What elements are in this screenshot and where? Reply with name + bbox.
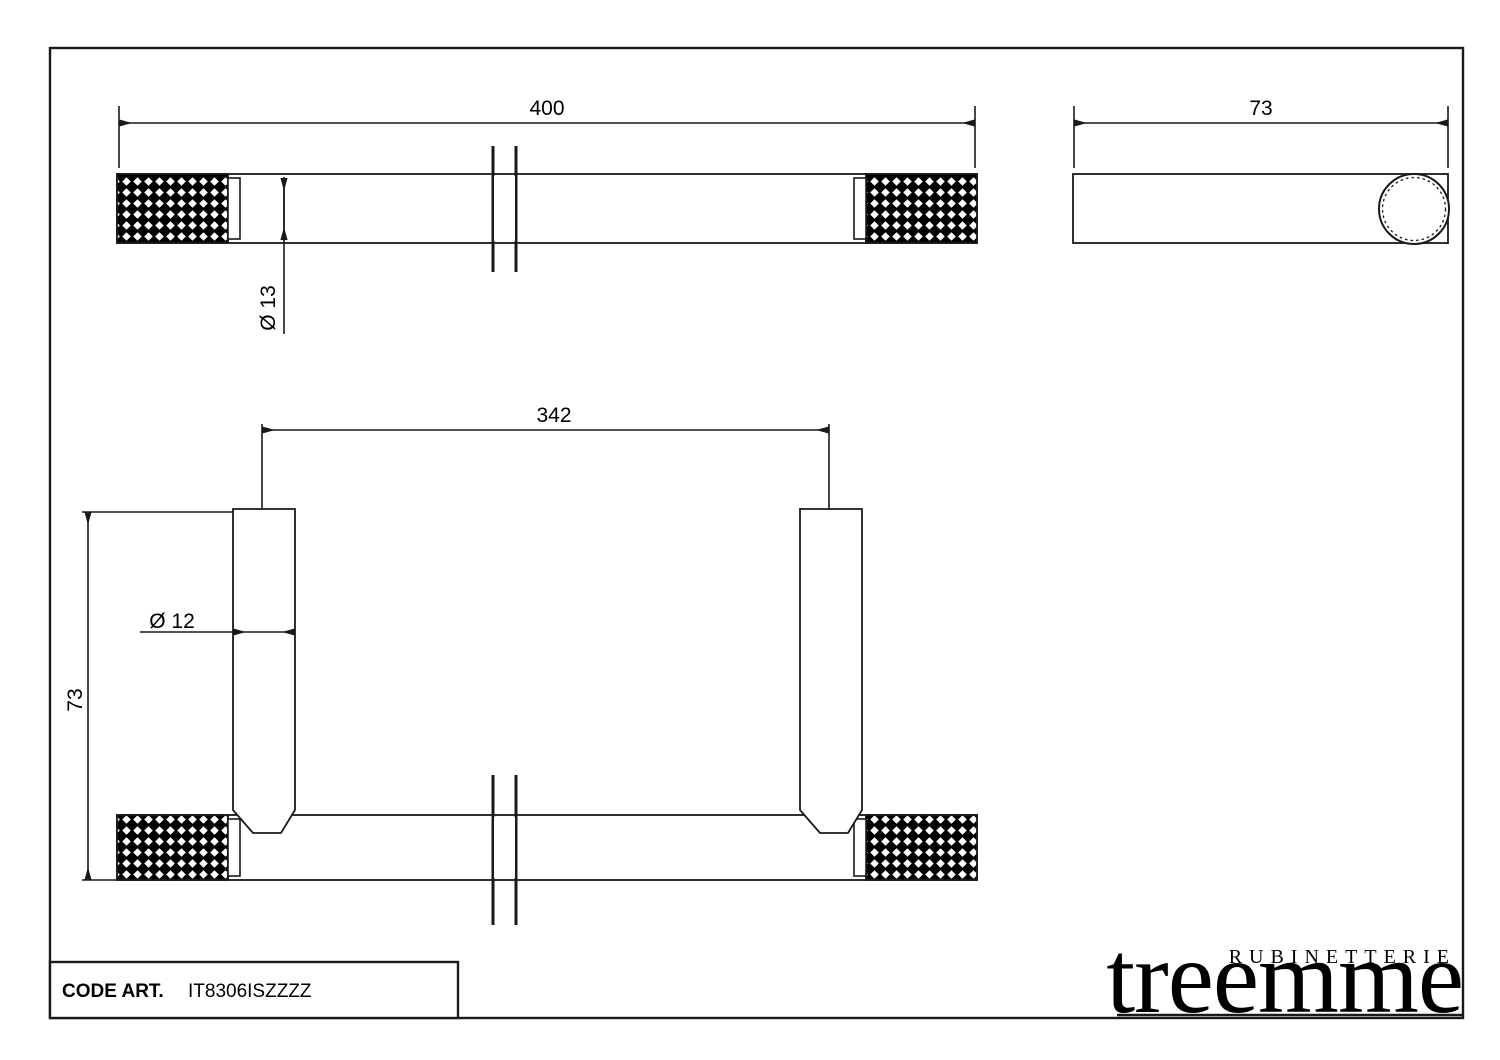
dimension-label-post-diameter: Ø 12 [149,610,195,633]
break-line-front [491,146,518,272]
dimension-mounting-centres [261,424,830,512]
mounting-post-left [232,508,296,834]
side-elevation-view [1072,106,1450,245]
plan-view [82,424,978,925]
bar-body-front [116,173,978,244]
dimension-label-bar-diameter: Ø 13 [257,285,280,331]
code-art-label: CODE ART. [62,981,164,1002]
bar-body-side [1072,173,1450,245]
dimension-label-projection-depth: 73 [1249,97,1272,120]
title-block [48,960,460,1020]
knurl-right-front [865,173,978,244]
knurl-right-plan [865,814,978,881]
brand-name: treemme [1106,920,1463,1035]
front-elevation-view [116,106,978,334]
dimension-label-overall-length: 400 [529,97,564,120]
knurl-left-plan [116,814,229,881]
bar-body-plan [116,814,978,881]
dimension-overall-length [118,106,976,168]
break-line-plan [491,775,518,925]
dimension-label-mounting-centres: 342 [536,404,571,427]
brand-tagline: RUBINETTERIE [1229,946,1456,968]
dimension-projection-depth [1073,106,1449,168]
knurl-circle-side [1378,173,1450,245]
mounting-post-right [799,508,863,834]
code-art-value: IT8306ISZZZZ [188,981,312,1002]
dimension-label-overall-depth: 73 [64,688,87,711]
sheet-frame [48,46,1465,1020]
knurl-left-front [116,173,229,244]
